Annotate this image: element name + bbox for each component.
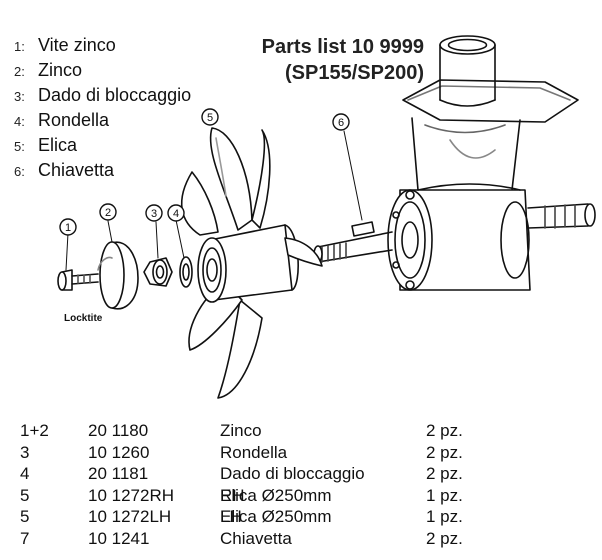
- legend-item: 2:Zinco: [14, 60, 83, 80]
- callout-4: 4: [173, 208, 179, 220]
- parts-table: 1+2 20 1180 Zinco 2 pz. 3 10 1260 Rondel…: [20, 420, 580, 549]
- part-code: 10 1260: [88, 442, 150, 462]
- legend-list: 1:Vite zinco 2:Zinco 3:Dado di bloccaggi…: [14, 33, 191, 183]
- callout-2: 2: [105, 207, 111, 219]
- table-row: 3 10 1260 Rondella 2 pz.: [20, 442, 580, 464]
- exploded-drawing: 1 2 3 4 5 6: [57, 35, 596, 399]
- part-ref: 1+2: [20, 421, 49, 440]
- callout-markers: [59, 108, 350, 236]
- legend-item: 5:Elica: [14, 135, 78, 155]
- key-part: [343, 130, 375, 237]
- zinc-anode-part: [97, 220, 139, 310]
- part-quantity: 2 pz.: [426, 464, 463, 483]
- table-row: 5 10 1272RH Elica Ø250mm RH 1 pz.: [20, 485, 463, 505]
- table-row: 4 20 1181 Dado di bloccaggio 2 pz.: [20, 463, 580, 485]
- part-code: 20 1181: [88, 464, 149, 483]
- part-description: Zinco: [220, 421, 262, 440]
- title-line-2: (SP155/SP200): [285, 62, 424, 84]
- part-hand: LH: [220, 507, 242, 526]
- part-quantity: 2 pz.: [426, 421, 463, 440]
- part-quantity: 2 pz.: [426, 528, 463, 548]
- part-code: 10 1272LH: [88, 507, 172, 526]
- part-description: Rondella: [220, 442, 288, 462]
- part-ref: 4: [20, 464, 30, 483]
- part-description: Dado di bloccaggio: [220, 464, 365, 483]
- legend-item: 4:Rondella: [14, 110, 110, 130]
- part-ref: 7: [20, 528, 30, 548]
- table-row: 1+2 20 1180 Zinco 2 pz.: [20, 420, 580, 442]
- part-quantity: 1 pz.: [426, 507, 463, 526]
- parts-list-title: Parts list 10 9999 (SP155/SP200): [262, 34, 424, 86]
- callout-1: 1: [65, 222, 71, 234]
- locktite-label: Locktite: [64, 313, 103, 324]
- title-line-1: Parts list 10 9999: [261, 36, 424, 58]
- part-ref: 5: [20, 507, 30, 526]
- table-row: 5 10 1272LH Elica Ø250mm LH 1 pz.: [20, 507, 463, 526]
- zinc-screw-part: [57, 232, 99, 291]
- part-code: 10 1241: [88, 528, 150, 548]
- part-description: Chiavetta: [220, 528, 292, 548]
- washer-part: [175, 219, 193, 288]
- part-code: 10 1272RH: [88, 485, 175, 505]
- callout-5: 5: [207, 112, 213, 124]
- legend-item: 1:Vite zinco: [14, 35, 116, 55]
- part-quantity: 1 pz.: [426, 485, 463, 505]
- part-quantity: 2 pz.: [426, 442, 463, 462]
- part-ref: 3: [20, 442, 30, 462]
- part-ref: 5: [20, 485, 30, 505]
- callout-6: 6: [338, 117, 344, 129]
- callout-3: 3: [151, 208, 157, 220]
- propeller: [180, 127, 323, 399]
- legend-item: 3:Dado di bloccaggio: [14, 85, 192, 105]
- legend-item: 6:Chiavetta: [14, 160, 115, 180]
- table-row: 7 10 1241 Chiavetta 2 pz.: [20, 528, 580, 550]
- lock-nut-part: [143, 221, 173, 287]
- part-code: 20 1180: [88, 421, 149, 440]
- gearbox-housing: [313, 35, 596, 291]
- part-hand: RH: [220, 485, 245, 505]
